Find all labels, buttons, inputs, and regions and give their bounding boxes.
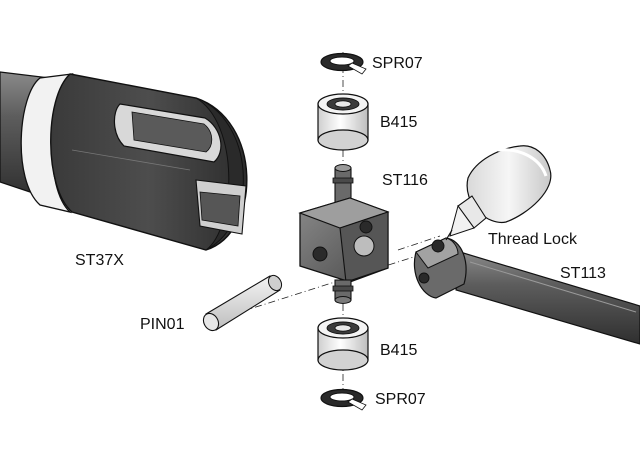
label-pin01: PIN01 (140, 316, 185, 333)
label-st37x: ST37X (75, 252, 124, 269)
label-b415-top: B415 (380, 114, 418, 131)
b415-top-bearing (317, 93, 369, 151)
thread-lock-bottle (445, 145, 552, 241)
label-st116: ST116 (382, 172, 428, 189)
st37x-cup-shaft (0, 71, 248, 251)
label-spr07-top: SPR07 (372, 55, 423, 72)
label-spr07-bottom: SPR07 (375, 391, 426, 408)
label-st113: ST113 (560, 265, 606, 282)
st113-drive-shaft (413, 237, 640, 345)
st116-cross-block (298, 164, 390, 304)
pin01-dowel-pin (202, 274, 283, 332)
label-b415-bottom: B415 (380, 342, 418, 359)
spr07-bottom-e-clip (320, 388, 367, 411)
b415-bottom-bearing (317, 317, 369, 371)
label-thread-lock: Thread Lock (488, 231, 577, 248)
spr07-top-e-clip (320, 52, 367, 75)
